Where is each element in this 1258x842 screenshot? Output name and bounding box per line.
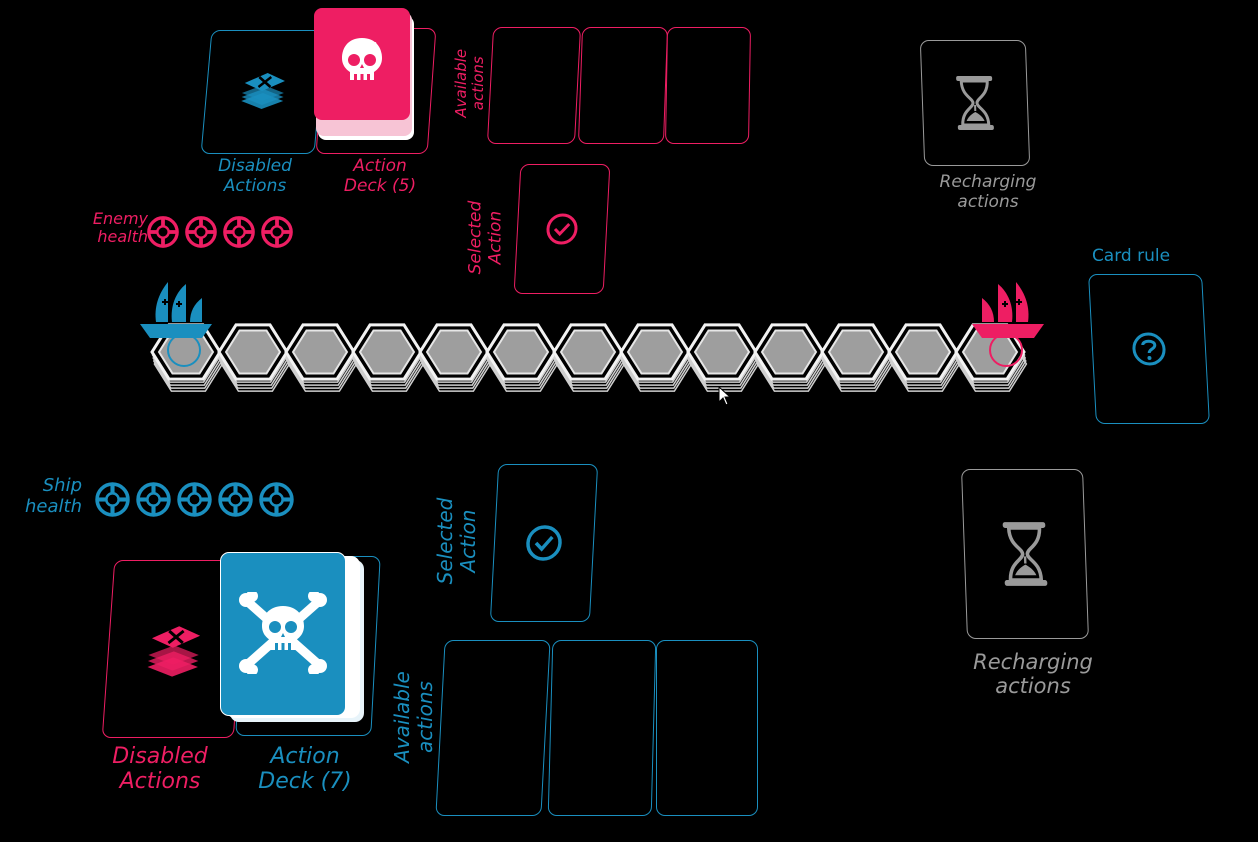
lifebuoy-icon	[95, 482, 130, 517]
question-icon	[1132, 332, 1166, 366]
hourglass-icon	[1002, 522, 1048, 586]
hex-tile[interactable]	[753, 323, 827, 392]
player-recharging-slot[interactable]	[961, 469, 1089, 639]
enemy-recharging-slot[interactable]	[919, 40, 1031, 166]
enemy-selected-action-slot[interactable]	[513, 164, 611, 294]
enemy-action-deck[interactable]	[314, 8, 416, 140]
lifebuoy-icon	[223, 216, 255, 248]
lifebuoy-icon	[136, 482, 171, 517]
mouse-cursor-icon	[718, 386, 732, 406]
hex-tile[interactable]	[485, 323, 559, 392]
lifebuoy-icon	[261, 216, 293, 248]
lifebuoy-icon	[147, 216, 179, 248]
hex-tile[interactable]	[418, 323, 492, 392]
enemy-available-slot-3[interactable]	[664, 27, 752, 144]
player-selected-action-slot[interactable]	[489, 464, 599, 622]
player-ship-icon[interactable]	[134, 276, 218, 348]
enemy-position-ring	[989, 333, 1023, 367]
disabled-stack-icon	[147, 626, 201, 677]
hex-tile[interactable]	[217, 323, 291, 392]
enemy-disabled-actions-slot[interactable]	[200, 30, 326, 154]
enemy-available-slot-1[interactable]	[486, 27, 582, 144]
hex-tile[interactable]	[284, 323, 358, 392]
enemy-health-indicators	[146, 215, 294, 249]
player-available-slot-3[interactable]	[656, 640, 758, 816]
check-circle-icon	[526, 525, 562, 561]
player-position-ring	[167, 333, 201, 367]
hex-tile[interactable]	[351, 323, 425, 392]
player-available-slot-2[interactable]	[547, 640, 657, 816]
lifebuoy-icon	[218, 482, 253, 517]
hex-tile[interactable]	[552, 323, 626, 392]
player-available-slot-1[interactable]	[435, 640, 551, 816]
enemy-available-slot-2[interactable]	[577, 27, 669, 144]
hex-tile[interactable]	[686, 323, 760, 392]
hex-tile[interactable]	[150, 323, 224, 392]
lifebuoy-icon	[259, 482, 294, 517]
hex-tile[interactable]	[887, 323, 961, 392]
lifebuoy-icon	[177, 482, 212, 517]
player-health-indicators	[94, 481, 295, 518]
disabled-stack-icon	[241, 73, 285, 109]
hex-tile[interactable]	[820, 323, 894, 392]
hex-track	[150, 312, 1050, 402]
hex-tile[interactable]	[619, 323, 693, 392]
skull-crossbones-icon	[342, 38, 382, 80]
player-disabled-actions-slot[interactable]	[101, 560, 247, 738]
check-circle-icon	[546, 213, 578, 245]
skull-crossbones-icon	[239, 592, 327, 674]
hourglass-icon	[956, 76, 994, 130]
enemy-ship-icon[interactable]	[966, 276, 1050, 348]
card-rule-label: Card rule	[1091, 246, 1171, 266]
lifebuoy-icon	[185, 216, 217, 248]
player-action-deck[interactable]	[220, 552, 370, 724]
card-rule-slot[interactable]	[1088, 274, 1210, 424]
